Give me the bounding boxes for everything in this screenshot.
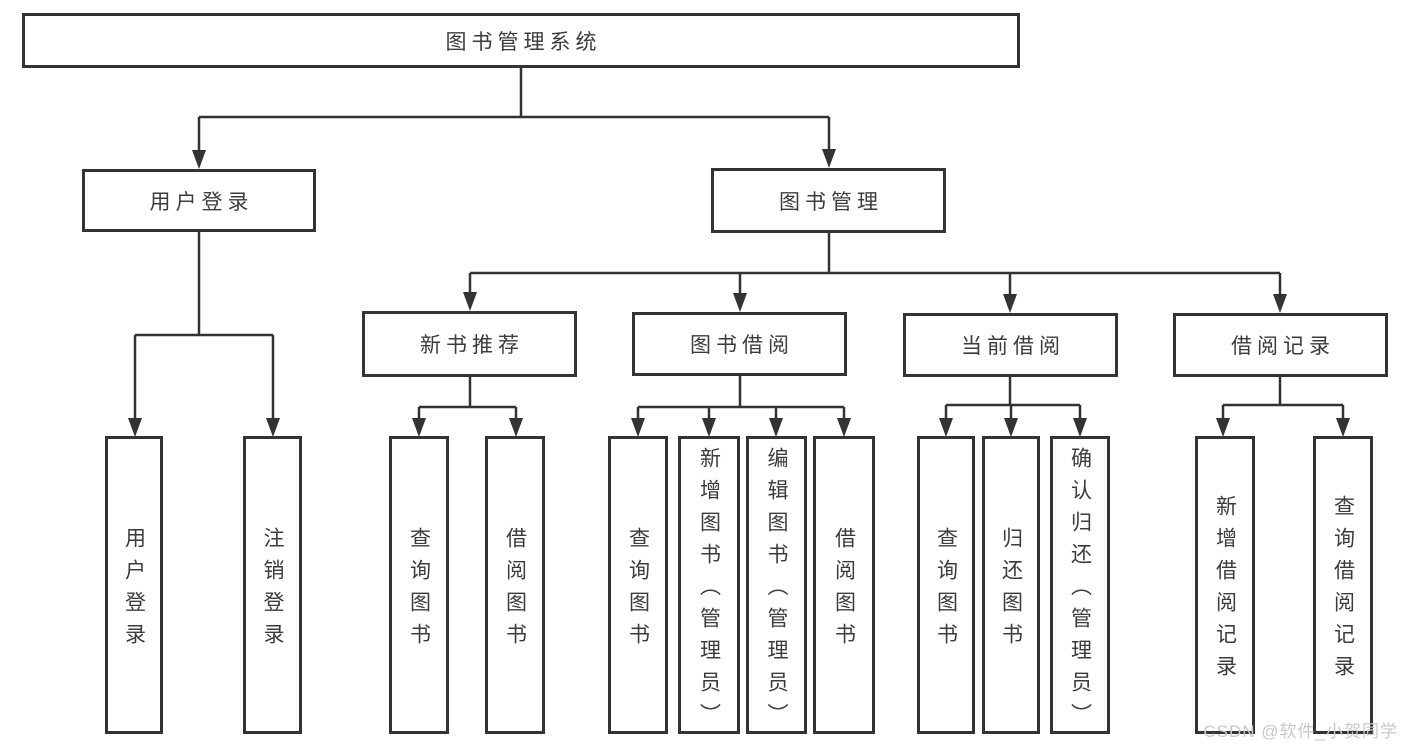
- leaf-label: 查询图书: [407, 526, 431, 655]
- leaf-add-books-admin: 新增图书（管理员）: [678, 436, 740, 735]
- leaf-add-borrow-record: 新增借阅记录: [1195, 436, 1255, 734]
- node-label: 图书管理: [779, 190, 883, 214]
- leaf-borrow-books: 借阅图书: [813, 436, 875, 734]
- leaf-label: 确认归还（管理员）: [1068, 446, 1092, 735]
- leaf-logout: 注销登录: [243, 436, 302, 734]
- leaf-label: 注销登录: [261, 526, 284, 655]
- leaf-query-books-borrow: 查询图书: [608, 436, 668, 734]
- node-borrowing-records: 借阅记录: [1173, 313, 1388, 377]
- node-user-login-module: 用户登录: [82, 169, 316, 232]
- leaf-query-books-current: 查询图书: [917, 436, 975, 734]
- leaf-label: 新增图书（管理员）: [697, 446, 721, 735]
- node-label: 借阅记录: [1231, 335, 1335, 358]
- leaf-label: 归还图书: [999, 526, 1023, 655]
- leaf-label: 查询图书: [934, 526, 958, 655]
- node-label: 新书推荐: [420, 334, 524, 357]
- node-current-borrowing: 当前借阅: [903, 313, 1118, 377]
- leaf-label: 用户登录: [122, 526, 146, 655]
- node-book-borrowing: 图书借阅: [632, 312, 847, 376]
- node-new-book-recommend: 新书推荐: [362, 311, 577, 377]
- node-label: 用户登录: [149, 190, 254, 214]
- leaf-label: 借阅图书: [832, 526, 856, 655]
- leaf-confirm-return-admin: 确认归还（管理员）: [1050, 436, 1110, 735]
- node-book-management-module: 图书管理: [711, 168, 946, 233]
- leaf-label: 查询借阅记录: [1331, 494, 1355, 687]
- leaf-edit-books-admin: 编辑图书（管理员）: [746, 436, 807, 735]
- leaf-label: 查询图书: [626, 526, 650, 655]
- leaf-user-login: 用户登录: [105, 436, 163, 734]
- node-system-root: 图书管理系统: [22, 13, 1020, 68]
- node-label: 图书管理系统: [445, 30, 602, 54]
- watermark: CSDN @软件_小贺同学: [1203, 722, 1398, 741]
- leaf-return-books: 归还图书: [982, 436, 1040, 734]
- leaf-label: 借阅图书: [503, 526, 527, 655]
- leaf-label: 编辑图书（管理员）: [765, 446, 788, 735]
- leaf-query-borrow-record: 查询借阅记录: [1313, 436, 1373, 734]
- node-label: 当前借阅: [961, 335, 1065, 358]
- node-label: 图书借阅: [690, 334, 794, 357]
- leaf-borrow-books-recommend: 借阅图书: [485, 436, 545, 734]
- leaf-label: 新增借阅记录: [1213, 494, 1237, 687]
- leaf-query-books-recommend: 查询图书: [389, 436, 449, 734]
